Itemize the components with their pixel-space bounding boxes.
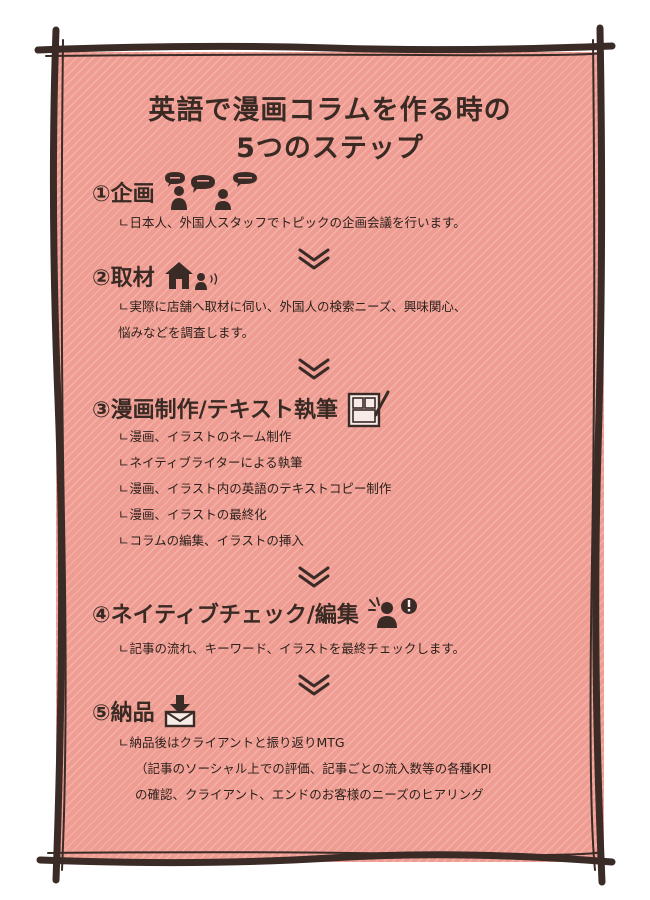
step-3-description-line-5: ㄴコラムの編集、イラストの挿入 (118, 533, 304, 548)
step-1-header: ①企画 (92, 172, 271, 212)
step-4-description: ㄴ記事の流れ、キーワード、イラストを最終チェックします。 (118, 641, 466, 656)
step-4-title: ④ネイティブチェック/編集 (92, 603, 359, 628)
page-title-line-1: 英語で漫画コラムを作る時の (148, 95, 512, 126)
step-5-description-line-1: ㄴ納品後はクライアントと振り返りMTG (118, 735, 345, 750)
step-1-description: ㄴ日本人、外国人スタッフでトピックの企画会議を行います。 (118, 215, 466, 230)
step-3-title: ③漫画制作/テキスト執筆 (92, 398, 339, 423)
down-arrow-icon (298, 358, 330, 380)
step-3-description-line-1: ㄴ漫画、イラストのネーム制作 (118, 429, 292, 444)
striped-background (56, 52, 604, 862)
person-alert-icon (367, 597, 417, 628)
step-5-description-line-3: の確認、クライアント、エンドのお客様のニーズのヒアリング (135, 787, 484, 802)
step-2-description-line-1: ㄴ実際に店舗へ取材に伺い、外国人の検索ニーズ、興味関心、 (118, 299, 467, 314)
down-arrow-icon (298, 566, 330, 588)
step-5-description-line-2: （記事のソーシャル上での評価、記事ごとの流入数等の各種KPI (135, 761, 492, 776)
step-2-title: ②取材 (92, 266, 155, 291)
drawing-board-icon (347, 390, 390, 428)
step-3-description-line-3: ㄴ漫画、イラスト内の英語のテキストコピー制作 (118, 481, 392, 496)
step-3-description-line-2: ㄴネイティブライターによる執筆 (118, 455, 303, 470)
step-2-header: ②取材 (92, 260, 225, 292)
page-title-line-2: 5つのステップ (236, 133, 424, 164)
step-4-header: ④ネイティブチェック/編集 (92, 596, 421, 630)
step-3-header: ③漫画制作/テキスト執筆 (92, 388, 390, 428)
step-5-title: ⑤納品 (92, 701, 155, 726)
house-visit-icon (164, 262, 217, 290)
step-5-header: ⑤納品 (92, 694, 197, 728)
step-2-description-line-2: 悩みなどを調査します。 (118, 325, 255, 340)
down-arrow-icon (298, 674, 330, 696)
step-1-title: ①企画 (92, 182, 155, 207)
step-3-description-line-4: ㄴ漫画、イラストの最終化 (118, 507, 267, 522)
down-arrow-icon (298, 248, 330, 270)
meeting-people-icon (164, 172, 257, 210)
delivery-download-icon (164, 695, 195, 728)
